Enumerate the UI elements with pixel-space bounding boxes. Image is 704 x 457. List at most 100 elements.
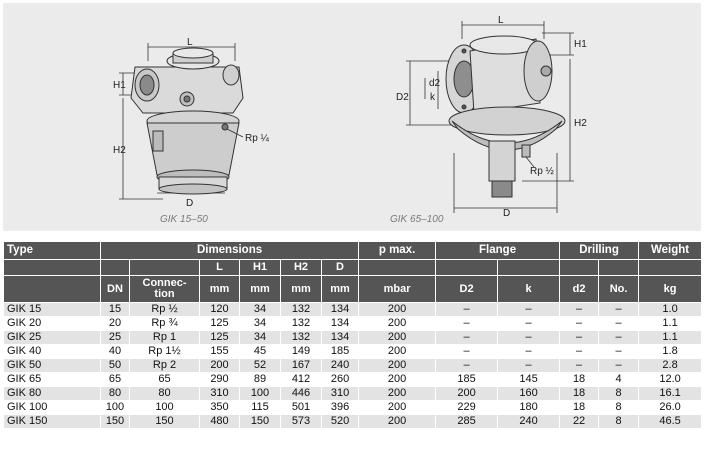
cell-flange-d2: – — [435, 302, 499, 317]
cell-connection: Rp ½ — [129, 302, 200, 317]
cell-flange-d2: 229 — [435, 400, 499, 415]
drawings-panel: L H1 H2 D Rp ¼ GIK 15–50 — [3, 3, 701, 231]
cell-flange-k: 180 — [497, 400, 561, 415]
cell-connection: 65 — [129, 372, 200, 387]
cell-dn: 80 — [100, 386, 130, 401]
cell-dn: 20 — [100, 316, 130, 331]
header-d: D — [320, 259, 360, 276]
cell-flange-d2: 200 — [435, 386, 499, 401]
header-unit-mm: mm — [239, 275, 281, 303]
cell-l: 125 — [199, 330, 240, 345]
cell-drill-d2: – — [559, 358, 600, 373]
cell-h1: 34 — [239, 330, 281, 345]
table-header-row-1: Type Dimensions p max. Flange Drilling W… — [3, 241, 703, 260]
header-unit-mm: mm — [320, 275, 360, 303]
cell-flange-d2: – — [435, 316, 499, 331]
cell-drill-d2: 18 — [559, 372, 600, 387]
header-flange: Flange — [435, 241, 561, 260]
cell-d: 520 — [320, 414, 360, 429]
cell-drill-d2: – — [559, 330, 600, 345]
cell-drill-no: – — [598, 302, 640, 317]
cell-dn: 150 — [100, 414, 130, 429]
header-unit-mm: mm — [280, 275, 322, 303]
cell-flange-d2: 285 — [435, 414, 499, 429]
figure-caption-left: GIK 15–50 — [160, 214, 208, 225]
cell-type: GIK 80 — [3, 386, 101, 401]
cell-pmax: 200 — [358, 414, 437, 429]
header-connection: Connec- tion — [129, 275, 200, 303]
cell-h2: 573 — [280, 414, 322, 429]
cell-pmax: 200 — [358, 302, 437, 317]
cell-flange-d2: – — [435, 330, 499, 345]
header-l: L — [199, 259, 240, 276]
cell-l: 310 — [199, 386, 240, 401]
header-unit-kg: kg — [638, 275, 703, 303]
cell-flange-k: – — [497, 302, 561, 317]
cell-flange-k: – — [497, 330, 561, 345]
cell-d: 260 — [320, 372, 360, 387]
dim-label-l: L — [498, 15, 504, 26]
dim-label-d: D — [503, 208, 510, 219]
cell-h1: 115 — [239, 400, 281, 415]
cell-drill-no: – — [598, 330, 640, 345]
cell-h1: 100 — [239, 386, 281, 401]
port-label: Rp ½ — [530, 166, 555, 177]
cell-h1: 34 — [239, 316, 281, 331]
cell-drill-no: – — [598, 344, 640, 359]
cell-l: 350 — [199, 400, 240, 415]
cell-flange-d2: 185 — [435, 372, 499, 387]
cell-flange-k: 160 — [497, 386, 561, 401]
cell-pmax: 200 — [358, 316, 437, 331]
cell-flange-k: 240 — [497, 414, 561, 429]
cell-h1: 52 — [239, 358, 281, 373]
cell-drill-no: 8 — [598, 414, 640, 429]
header-no: No. — [598, 275, 640, 303]
header-k: k — [497, 275, 561, 303]
port-label: Rp ¼ — [245, 132, 270, 144]
dim-label-h2: H2 — [113, 145, 126, 156]
cell-h2: 132 — [280, 330, 322, 345]
cell-l: 125 — [199, 316, 240, 331]
cell-l: 200 — [199, 358, 240, 373]
cell-type: GIK 150 — [3, 414, 101, 429]
cell-h2: 412 — [280, 372, 322, 387]
dim-label-d2-outer: D2 — [396, 92, 409, 103]
cell-h2: 501 — [280, 400, 322, 415]
cell-weight: 46.5 — [638, 414, 703, 429]
dim-label-d: D — [186, 198, 193, 209]
dim-label-l: L — [187, 37, 193, 48]
cell-flange-k: – — [497, 316, 561, 331]
regulator-large-drawing: L H1 H2 D D2 d2 k Rp ½ — [396, 15, 587, 219]
cell-drill-d2: – — [559, 302, 600, 317]
cell-h1: 34 — [239, 302, 281, 317]
cell-flange-d2: – — [435, 358, 499, 373]
dim-label-k: k — [430, 92, 436, 103]
header-dn: DN — [100, 275, 130, 303]
cell-dn: 50 — [100, 358, 130, 373]
cell-drill-d2: 22 — [559, 414, 600, 429]
cell-drill-no: – — [598, 316, 640, 331]
dim-label-h1: H1 — [113, 80, 126, 91]
cell-weight: 1.1 — [638, 316, 703, 331]
cell-l: 290 — [199, 372, 240, 387]
cell-h1: 89 — [239, 372, 281, 387]
cell-dn: 100 — [100, 400, 130, 415]
cell-connection: Rp 1½ — [129, 344, 200, 359]
figure-caption-right: GIK 65–100 — [390, 214, 444, 225]
cell-type: GIK 100 — [3, 400, 101, 415]
drawing-gik-15-50: L H1 H2 D Rp ¼ GIK 15–50 — [3, 3, 352, 231]
header-dimensions: Dimensions — [99, 241, 360, 260]
cell-flange-k: – — [497, 344, 561, 359]
cell-connection: 150 — [129, 414, 200, 429]
cell-connection: Rp 2 — [129, 358, 200, 373]
cell-flange-d2: – — [435, 344, 499, 359]
cell-pmax: 200 — [358, 386, 437, 401]
cell-d: 310 — [320, 386, 360, 401]
